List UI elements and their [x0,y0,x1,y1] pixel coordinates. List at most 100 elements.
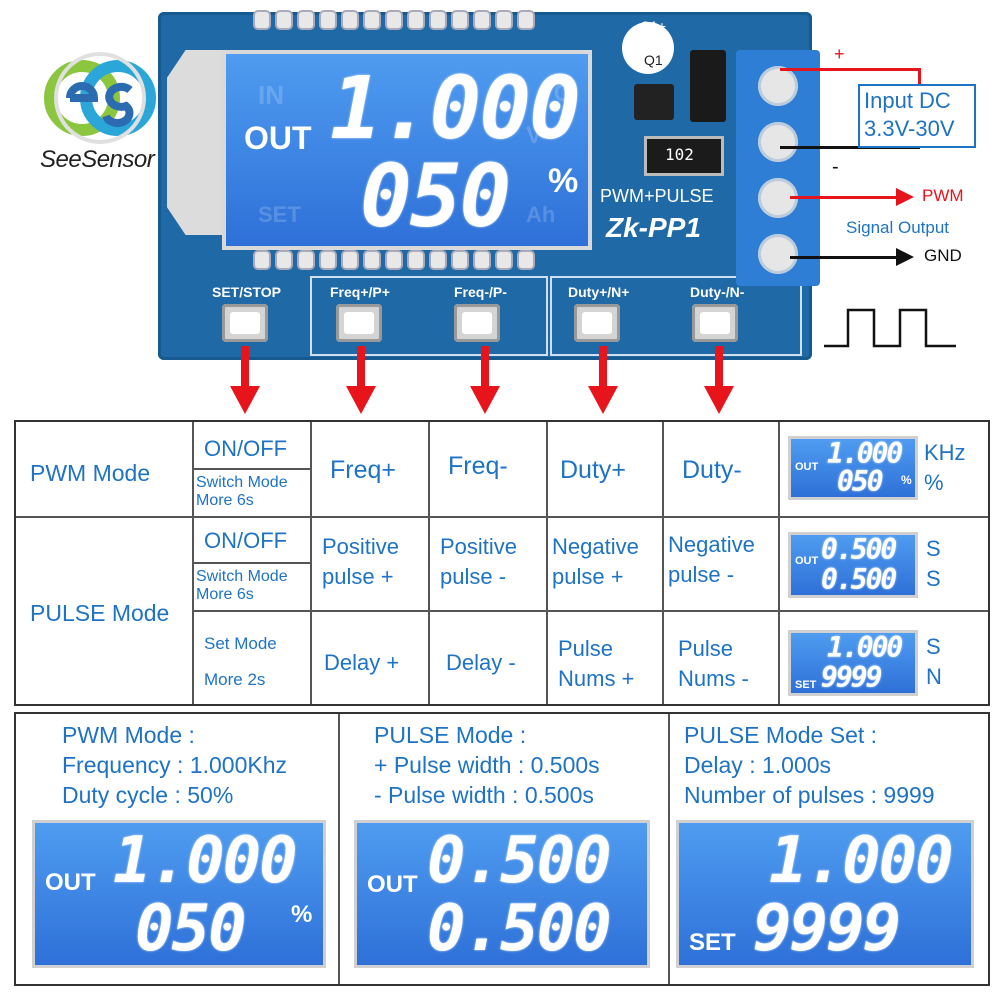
example-set-lcd-top: 1.000 [769,824,954,898]
examples-panel: PWM Mode : Frequency : 1.000Khz Duty cyc… [14,712,990,986]
negative-pulse-plus-line2: pulse + [552,564,624,589]
pwm-mode-label: PWM Mode [30,460,151,486]
example-set-lcd-bottom: 9999 [753,892,901,966]
pulse-unit-s-top: S [926,536,941,561]
arrow-down-icon [230,346,260,414]
freq-minus-button[interactable] [454,304,500,342]
example-pwm-lcd-bottom: 050 [135,892,247,966]
pulse-nums-plus-line1: Pulse [558,636,614,661]
duty-minus-label: Duty- [682,456,742,484]
terminal-screw-4 [758,234,798,274]
arrow-down-icon [704,346,734,414]
example-pwm-lcd-label: OUT [45,869,96,896]
minus-sign: - [832,156,839,178]
input-dc-label: Input DC [864,88,951,113]
positive-pulse-plus-line1: Positive [322,534,400,559]
lcd-pins-top [255,12,545,30]
arrow-down-icon [470,346,500,414]
duty-button-group-frame [550,276,802,356]
gnd-label: GND [924,246,962,265]
input-dc-box [858,84,976,148]
gnd-wire [790,256,900,259]
pulse-mini-lcd-label: OUT [795,555,819,567]
pulse-nums-minus-line2: Nums - [678,666,749,691]
example-pwm-frequency: Frequency : 1.000Khz [62,752,288,778]
freq-plus-button[interactable] [336,304,382,342]
pwm-unit-khz: KHz [924,440,966,465]
signal-output-label: Signal Output [846,218,950,237]
pwm-onoff-label: ON/OFF [204,436,288,461]
example-set-pulses: Number of pulses : 9999 [684,782,935,808]
pwm-switch-duration: More 6s [196,492,254,509]
delay-plus-label: Delay + [324,650,400,675]
pwm-mini-lcd-unit: % [901,473,912,487]
lcd-pins-bottom [255,252,545,270]
set-stop-button[interactable] [222,304,268,342]
positive-pulse-plus-line2: pulse + [322,564,394,589]
button-label-duty-minus: Duty-/N- [690,284,745,300]
set-mini-lcd-label: SET [795,679,817,691]
pulse-mini-lcd-bottom: 0.500 [821,563,897,596]
example-pulse-lcd-bottom: 0.500 [427,892,612,966]
lcd-bottom-value: 050 [360,147,511,247]
pwm-mini-lcd-label: OUT [795,461,819,473]
button-label-set-stop: SET/STOP [212,284,281,300]
example-pulse-lcd-label: OUT [367,871,418,898]
duty-minus-button[interactable] [692,304,738,342]
example-pwm-lcd-unit: % [291,901,313,928]
negative-pulse-plus-line1: Negative [552,534,639,559]
pulse-switch-mode-label: Switch Mode [196,568,288,585]
set-mode-duration: More 2s [204,670,266,689]
example-set-title: PULSE Mode Set : [684,722,878,748]
terminal-screw-1 [758,66,798,106]
button-label-freq-minus: Freq-/P- [454,284,507,300]
brand-name: SeeSensor [40,146,155,173]
example-pulse-title: PULSE Mode : [374,722,527,748]
pulse-mini-lcd-top: 0.500 [821,533,897,566]
pwm-label: PWM [922,186,964,205]
pwm-arrow-icon [896,188,914,206]
pwm-wire [790,196,900,199]
main-lcd-display: IN SET °C V Ah OUT 1.000 050 % [222,50,592,250]
pulse-nums-plus-line2: Nums + [558,666,635,691]
pwm-mini-lcd-bottom: 050 [837,465,884,498]
positive-wire [780,68,920,71]
gnd-arrow-icon [896,248,914,266]
button-label-freq-plus: Freq+/P+ [330,284,390,300]
example-pulse-negative-width: - Pulse width : 0.500s [374,782,594,808]
model-line2: Zk-PP1 [606,212,701,243]
example-pwm-title: PWM Mode : [62,722,195,748]
freq-button-group-frame [310,276,548,356]
arrow-down-icon [346,346,376,414]
capacitor-pad [622,22,674,74]
example-pulse-lcd: OUT 0.500 0.500 [354,820,650,968]
pulse-switch-duration: More 6s [196,586,254,603]
resistor-component: 102 [644,136,724,176]
delay-minus-label: Delay - [446,650,516,675]
mosfet-chip [634,84,674,120]
pulse-nums-minus-line1: Pulse [678,636,734,661]
negative-pulse-minus-line2: pulse - [668,562,735,587]
lcd-ghost-in: IN [258,80,284,110]
lcd-ghost-set: SET [258,202,301,227]
plus-sign: + [834,44,845,64]
example-pwm-duty: Duty cycle : 50% [62,782,234,808]
terminal-screw-2 [758,122,798,162]
freq-minus-label: Freq- [448,452,508,480]
positive-pulse-minus-line1: Positive [440,534,518,559]
negative-wire [780,146,920,149]
lcd-ghost-v: V [526,122,543,149]
pwm-mini-lcd-top: 1.000 [827,437,903,470]
pulse-unit-s-bottom: S [926,566,941,591]
lcd-top-value: 1.000 [330,59,581,159]
lcd-ghost-c: °C [544,80,571,107]
duty-plus-button[interactable] [574,304,620,342]
pwm-unit-percent: % [924,470,944,495]
example-set-lcd-label: SET [689,929,736,956]
set-mode-label: Set Mode [204,634,277,653]
example-pwm-lcd-top: 1.000 [113,824,298,898]
lcd-out-label: OUT [244,120,312,156]
button-label-duty-plus: Duty+/N+ [568,284,630,300]
positive-pulse-minus-line2: pulse - [440,564,507,589]
set-unit-s: S [926,634,941,659]
